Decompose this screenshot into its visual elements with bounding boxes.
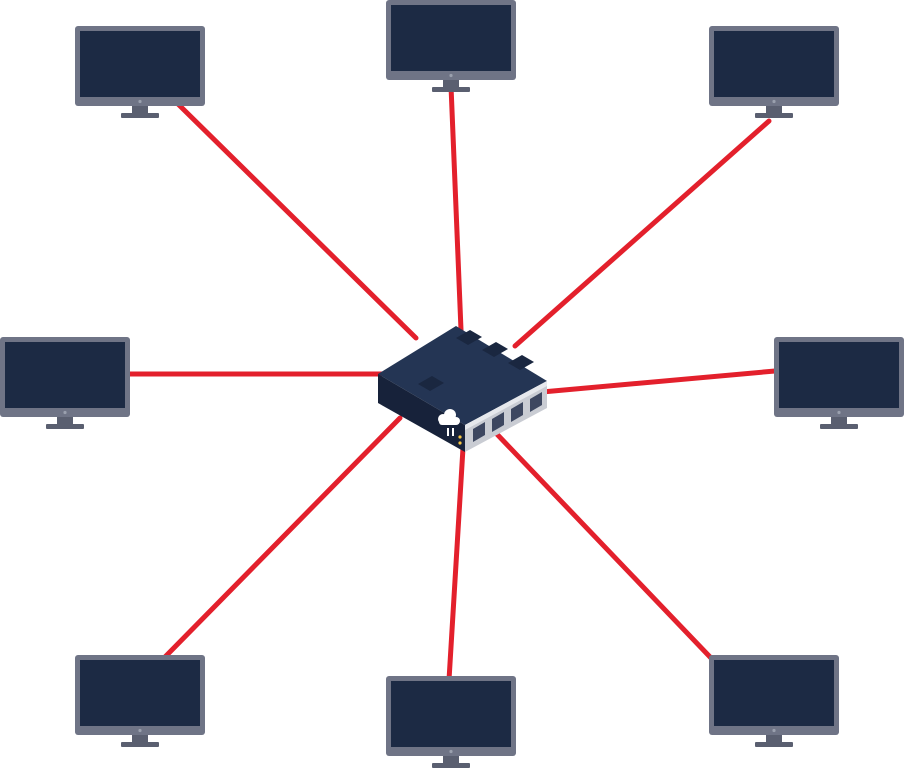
monitor-icon-top-center xyxy=(386,0,516,92)
monitor-icon-middle-right xyxy=(774,337,904,429)
cable-top-center xyxy=(448,83,464,333)
monitor-icon-bottom-center xyxy=(386,676,516,768)
monitor-icon xyxy=(709,26,839,118)
cable-bottom-center xyxy=(446,445,466,683)
monitor-icon-top-left xyxy=(75,26,205,118)
monitor-icon xyxy=(386,0,516,92)
monitor-icon xyxy=(774,337,904,429)
monitor-icon-bottom-right xyxy=(709,655,839,747)
monitor-icon-top-right xyxy=(709,26,839,118)
monitor-icon-bottom-left xyxy=(75,655,205,747)
cable-bottom-right xyxy=(490,427,714,661)
monitor-icon-middle-left xyxy=(0,337,130,429)
monitor-icon xyxy=(709,655,839,747)
monitor-icon xyxy=(75,26,205,118)
cable-middle-right xyxy=(539,368,778,395)
monitor-icon xyxy=(0,337,130,429)
cloud-icon xyxy=(438,409,460,436)
cable-top-left xyxy=(175,101,419,341)
monitor-icon xyxy=(386,676,516,768)
cable-bottom-left xyxy=(160,415,403,662)
network-switch-icon xyxy=(378,326,547,452)
monitor-icon xyxy=(75,655,205,747)
cable-top-right xyxy=(512,118,772,349)
